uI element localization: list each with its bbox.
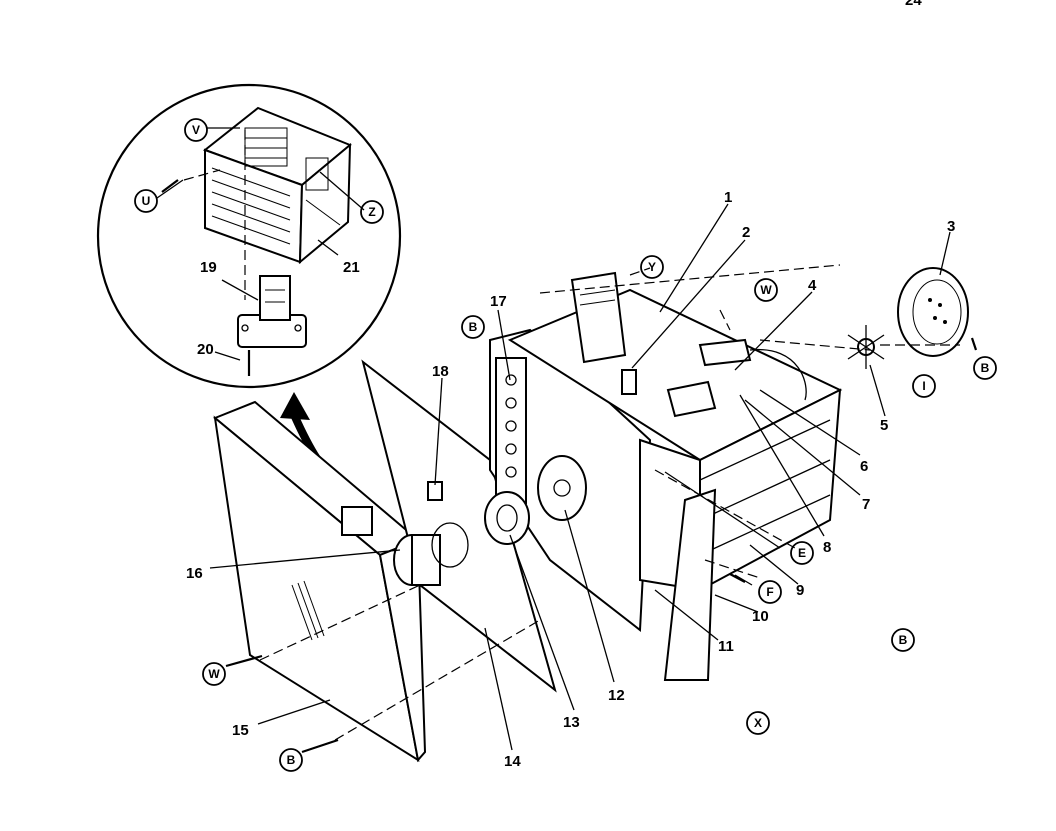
part-10-bracket xyxy=(663,488,717,681)
svg-text:W: W xyxy=(760,283,772,297)
svg-text:Y: Y xyxy=(648,260,656,274)
detail-inset xyxy=(96,83,402,389)
explode-lines xyxy=(259,264,960,741)
callout-6: 6 xyxy=(860,458,868,475)
callout-7: 7 xyxy=(862,496,870,513)
part-12-fan-blade xyxy=(537,455,587,521)
svg-text:X: X xyxy=(754,716,762,730)
callout-10: 10 xyxy=(752,608,769,625)
svg-text:I: I xyxy=(922,379,925,393)
part-21-cover xyxy=(202,106,352,265)
svg-text:B: B xyxy=(899,633,908,647)
part-13-fan-hub xyxy=(484,491,530,545)
callout-12: 12 xyxy=(608,687,625,704)
circle-letter-z: Z xyxy=(360,200,384,224)
svg-text:F: F xyxy=(766,585,773,599)
circle-letter-w-top: W xyxy=(754,278,778,302)
callout-8: 8 xyxy=(823,539,831,556)
circle-letter-u: U xyxy=(134,189,158,213)
svg-text:E: E xyxy=(798,546,806,560)
detail-inset-circle xyxy=(96,83,402,389)
svg-text:B: B xyxy=(287,753,296,767)
top-components xyxy=(570,271,752,418)
callout-9: 9 xyxy=(796,582,804,599)
circled-letters: V U Z Y W B I B xyxy=(134,118,997,772)
part-16-motor xyxy=(341,506,469,586)
callout-4: 4 xyxy=(808,277,817,294)
leader-lines xyxy=(209,203,951,751)
callout-11: 11 xyxy=(718,638,734,655)
part-19-socket xyxy=(237,275,307,348)
circle-letter-v: V xyxy=(184,118,208,142)
circle-letter-i: I xyxy=(912,374,936,398)
callout-19: 19 xyxy=(200,259,217,276)
circle-letter-x: X xyxy=(746,711,770,735)
circle-letter-b-far: B xyxy=(891,628,915,652)
callout-5: 5 xyxy=(880,417,888,434)
callout-20: 20 xyxy=(197,341,214,358)
svg-text:Z: Z xyxy=(368,205,375,219)
svg-text:B: B xyxy=(469,320,478,334)
callout-2: 2 xyxy=(742,224,750,241)
callout-numbers: 1 2 3 4 5 6 7 8 9 10 11 12 13 14 15 16 1… xyxy=(186,189,955,770)
callout-21: 21 xyxy=(343,259,360,276)
callout-17: 17 xyxy=(490,293,507,310)
callout-15: 15 xyxy=(232,722,249,739)
callout-18: 18 xyxy=(432,363,449,380)
callout-16: 16 xyxy=(186,565,203,582)
screws xyxy=(161,179,978,754)
circle-letter-w-left: W xyxy=(202,662,226,686)
part-3-grille xyxy=(897,267,969,357)
svg-text:B: B xyxy=(981,361,990,375)
svg-text:U: U xyxy=(142,194,151,208)
circle-letter-b-top: B xyxy=(461,315,485,339)
circle-letter-b-bottom: B xyxy=(279,748,303,772)
svg-text:V: V xyxy=(192,123,200,137)
corner-page-fragment: 24 xyxy=(905,0,922,9)
svg-text:W: W xyxy=(208,667,220,681)
circle-letter-b-right: B xyxy=(973,356,997,380)
callout-14: 14 xyxy=(504,753,521,770)
callout-1: 1 xyxy=(724,189,732,206)
circle-letter-f: F xyxy=(758,580,782,604)
callout-3: 3 xyxy=(947,218,955,235)
circle-letter-y: Y xyxy=(640,255,664,279)
callout-13: 13 xyxy=(563,714,580,731)
part-5-fan xyxy=(847,325,885,369)
circle-letter-e: E xyxy=(790,541,814,565)
